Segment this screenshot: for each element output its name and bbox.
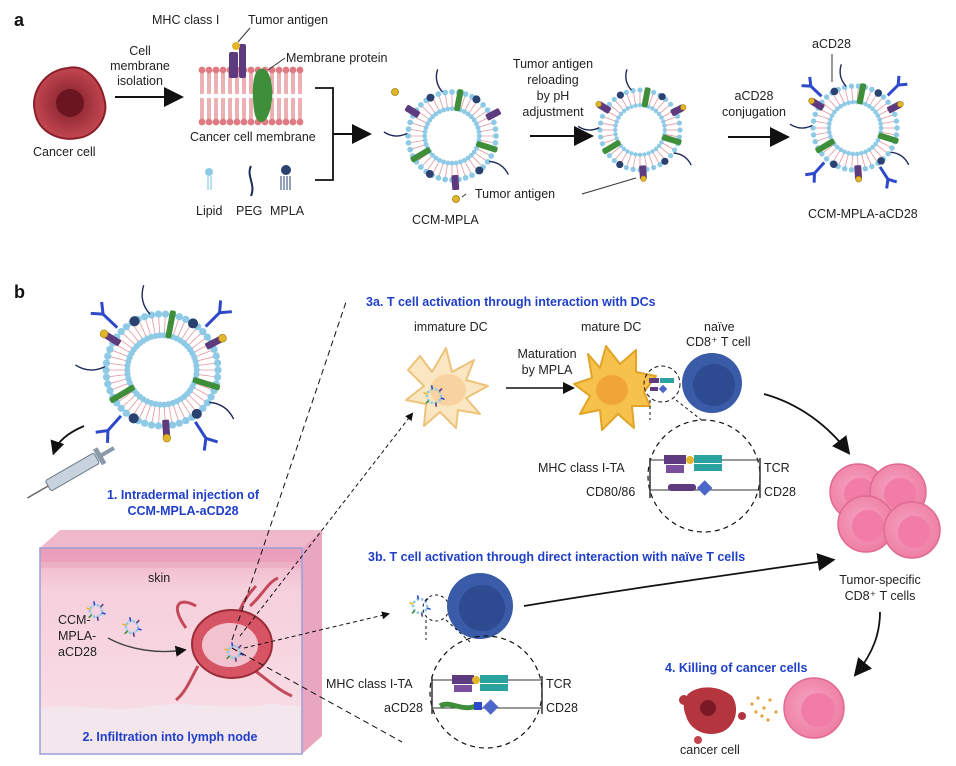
skin-label: skin [148,571,170,585]
tumor-specific-line1: Tumor-specific [839,573,921,587]
cancer-membrane-label: Cancer cell membrane [190,130,316,144]
dying-cancer-cell-icon [679,687,746,744]
mature-dc-icon [573,345,657,431]
step1-line1: 1. Intradermal injection of [107,488,260,502]
synapse-molecules-small-a [649,378,674,394]
to-killing-arrow [853,611,881,677]
cancer-cell-b-label: cancer cell [680,743,740,757]
syringe-icon [26,446,115,499]
conj-line2: conjugation [722,105,786,119]
mini-vesicle [409,595,431,617]
mature-dc-label: mature DC [581,320,641,334]
step4-label: 4. Killing of cancer cells [665,661,807,675]
mini-vesicle [86,601,106,621]
granule-dots [750,696,778,722]
combine-bracket [315,87,334,181]
cancer-membrane-icon [198,42,304,126]
membrane-protein-label: Membrane protein [286,51,387,65]
synapse-small-a [643,365,681,403]
cd28-label-b: CD28 [546,701,578,715]
cd28-label-a: CD28 [764,485,796,499]
mhc-ta-label-b: MHC class I-TA [326,677,413,691]
panel-label-a: a [14,10,25,30]
step1-line2: CCM-MPLA-aCD28 [127,504,238,518]
mhc-ta-label-a: MHC class I-TA [538,461,625,475]
to-dc-arrow [239,412,414,637]
peg-label: PEG [236,204,262,218]
acd28-label: aCD28 [384,701,423,715]
maturation-line2: by MPLA [522,363,573,377]
tumor-specific-t-cells-icon [829,463,941,559]
mini-vesicle [224,642,244,662]
reload-line3: by pH [537,89,570,103]
mhc-label: MHC class I [152,13,219,27]
dendritic-cell-icon [405,347,489,429]
lipid-icon [205,168,213,190]
step3b-label: 3b. T cell activation through direct int… [368,550,745,564]
final-name-label: CCM-MPLA-aCD28 [808,207,918,221]
acd28-top-label: aCD28 [812,37,851,51]
conj-line1: aCD28 [735,89,774,103]
reload-line4: adjustment [522,105,584,119]
isolation-line1: Cell [129,44,151,58]
synapse-zoom-b [429,635,543,749]
vesicle-icon [789,64,910,189]
panel-label-b: b [14,282,25,302]
peg-icon [248,165,254,197]
tumor-antigen-mid-label: Tumor antigen [475,187,555,201]
inj-line1: CCM- [58,613,91,627]
step3a-label: 3a. T cell activation through interactio… [366,295,656,309]
cd80-label: CD80/86 [586,485,635,499]
t-cell-icon [447,573,513,639]
tumor-specific-line2: CD8⁺ T cells [845,589,916,603]
maturation-line1: Maturation [517,347,576,361]
synapse-molecules-large-b [431,675,543,715]
naive-line2: CD8⁺ T cell [686,335,751,349]
immature-dc-label: immature DC [414,320,488,334]
cytotoxic-t-cell-icon [783,677,845,739]
naive-line1: naïve [704,320,735,334]
inj-line2: MPLA- [58,629,96,643]
ccm-mpla-label: CCM-MPLA [412,213,479,227]
tcr-label-b: TCR [546,677,572,691]
inj-line3: aCD28 [58,645,97,659]
step2-label: 2. Infiltration into lymph node [83,730,258,744]
mpla-label: MPLA [270,204,305,218]
isolation-line2: membrane [110,59,170,73]
tumor-antigen-top-label: Tumor antigen [248,13,328,27]
to-tumor-specific-arrow-b [523,553,836,607]
tcr-label-a: TCR [764,461,790,475]
to-injection-arrow [50,425,85,456]
synapse-zoom-a [647,419,761,533]
lipid-label: Lipid [196,204,222,218]
t-cell-icon [682,353,742,413]
cancer-cell-label: Cancer cell [33,145,96,159]
vesicle-icon [74,284,235,451]
to-tumor-specific-arrow-a [763,393,851,455]
isolation-line3: isolation [117,74,163,88]
vesicle-icon [577,69,692,182]
reload-line1: Tumor antigen [513,57,593,71]
mini-vesicle [122,617,142,637]
reload-line2: reloading [527,73,578,87]
to-tcell-arrow [243,611,390,649]
cancer-cell-icon [33,66,107,140]
synapse-molecules-large-a [649,455,761,498]
vesicle-icon [383,69,509,191]
zoom-line-2 [231,647,403,743]
to-node-arrow [107,637,187,657]
mpla-icon [280,165,291,190]
